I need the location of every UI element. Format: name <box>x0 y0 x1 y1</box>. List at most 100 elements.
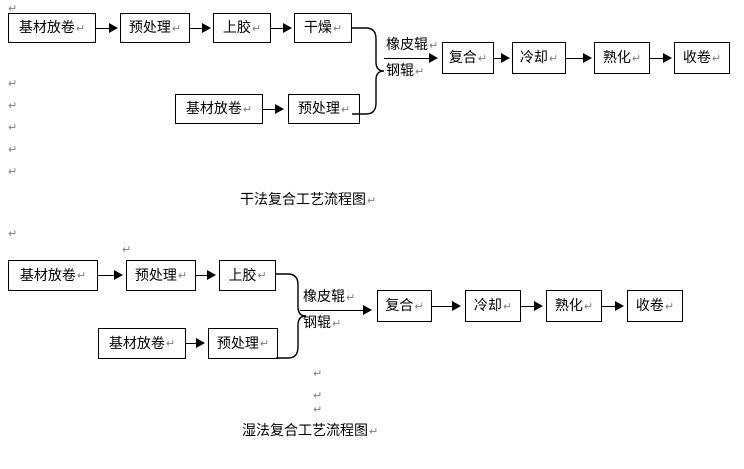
node-drying-1[interactable]: 干燥↵ <box>294 13 352 43</box>
paragraph-mark-icon: ↵ <box>242 102 253 116</box>
paragraph-mark-icon: ↵ <box>8 99 18 112</box>
paragraph-mark-icon: ↵ <box>8 77 18 90</box>
node-curing-1[interactable]: 熟化↵ <box>594 42 650 74</box>
arrow-head-icon <box>615 301 624 311</box>
node-label: 复合 <box>448 50 477 66</box>
node-pretreatment-3[interactable]: 预处理↵ <box>126 260 196 291</box>
connector-line <box>432 306 455 307</box>
node-substrate-unwind-1[interactable]: 基材放卷↵ <box>8 13 96 43</box>
node-substrate-unwind-2[interactable]: 基材放卷↵ <box>175 94 263 124</box>
arrow-head-icon <box>207 270 216 280</box>
paragraph-mark-icon: ↵ <box>429 39 439 52</box>
node-label: 基材放卷 <box>19 267 76 284</box>
arrow-head-icon <box>534 301 543 311</box>
arrow-head-icon <box>363 305 372 315</box>
node-label: 熟化 <box>602 50 631 66</box>
node-pretreatment-1[interactable]: 预处理↵ <box>120 13 190 43</box>
node-substrate-unwind-4[interactable]: 基材放卷↵ <box>98 328 186 359</box>
connector-line <box>271 28 285 29</box>
node-gluing-1[interactable]: 上胶↵ <box>213 13 271 43</box>
connector-line <box>521 306 537 307</box>
node-label: 上胶 <box>222 20 251 36</box>
paragraph-mark-icon: ↵ <box>251 21 262 35</box>
paragraph-mark-icon: ↵ <box>313 389 323 402</box>
node-label: 预处理 <box>216 335 259 352</box>
node-curing-2[interactable]: 熟化↵ <box>546 290 602 322</box>
caption-wet-lamination: 湿法复合工艺流程图↵ <box>242 424 378 438</box>
node-label: 冷却 <box>519 50 548 66</box>
arrow-head-icon <box>452 301 461 311</box>
paragraph-mark-icon: ↵ <box>414 299 424 313</box>
label-text: 橡皮辊 <box>303 289 345 305</box>
node-laminating-1[interactable]: 复合↵ <box>442 42 494 74</box>
steel-roller-label-dry: 钢辊↵ <box>386 64 424 78</box>
paragraph-mark-icon: ↵ <box>664 299 675 313</box>
paragraph-mark-icon: ↵ <box>332 21 343 35</box>
paragraph-mark-icon: ↵ <box>332 317 342 330</box>
node-label: 预处理 <box>128 20 171 36</box>
paragraph-mark-icon: ↵ <box>165 337 176 350</box>
node-gluing-2[interactable]: 上胶↵ <box>219 260 276 291</box>
node-label: 基材放卷 <box>18 20 75 36</box>
arrow-head-icon <box>196 338 205 348</box>
steel-roller-label-wet: 钢辊↵ <box>303 316 341 330</box>
connector-line <box>566 58 585 59</box>
connector-line <box>186 343 198 344</box>
paragraph-mark-icon: ↵ <box>346 291 356 304</box>
paragraph-mark-icon: ↵ <box>75 21 86 35</box>
node-label: 基材放卷 <box>185 101 242 117</box>
arrow-head-icon <box>501 53 510 63</box>
label-text: 钢辊 <box>303 315 331 331</box>
node-substrate-unwind-3[interactable]: 基材放卷↵ <box>8 260 98 291</box>
merge-brace-wet <box>276 272 308 360</box>
paragraph-mark-icon: ↵ <box>313 367 323 380</box>
arrow-head-icon <box>429 53 438 63</box>
arrow-head-icon <box>663 53 672 63</box>
paragraph-mark-icon: ↵ <box>367 194 377 207</box>
paragraph-mark-icon: ↵ <box>8 143 18 156</box>
node-label: 预处理 <box>297 101 340 117</box>
node-pretreatment-4[interactable]: 预处理↵ <box>208 328 278 359</box>
paragraph-mark-icon: ↵ <box>583 299 594 313</box>
arrow-head-icon <box>114 270 123 280</box>
arrow-head-icon <box>583 53 592 63</box>
node-cooling-2[interactable]: 冷却↵ <box>465 290 521 322</box>
connector-line <box>384 58 432 59</box>
node-rewinding-1[interactable]: 收卷↵ <box>674 42 730 74</box>
caption-dry-lamination: 干法复合工艺流程图↵ <box>240 193 376 207</box>
node-cooling-1[interactable]: 冷却↵ <box>512 42 566 74</box>
rubber-roller-label-dry: 橡皮辊↵ <box>386 38 438 52</box>
node-label: 预处理 <box>134 267 177 284</box>
connector-line <box>650 58 665 59</box>
connector-line <box>96 28 111 29</box>
paragraph-mark-icon: ↵ <box>502 299 513 313</box>
paragraph-mark-icon: ↵ <box>257 269 267 282</box>
paragraph-mark-icon: ↵ <box>313 403 323 416</box>
paragraph-mark-icon: ↵ <box>477 51 488 65</box>
paragraph-mark-icon: ↵ <box>76 269 87 282</box>
arrow-head-icon <box>202 23 211 33</box>
paragraph-mark-icon: ↵ <box>415 65 425 78</box>
paragraph-mark-icon: ↵ <box>177 269 188 282</box>
caption-text: 干法复合工艺流程图 <box>240 192 366 208</box>
rubber-roller-label-wet: 橡皮辊↵ <box>303 290 355 304</box>
node-label: 干燥 <box>303 20 332 36</box>
node-label: 上胶 <box>228 267 257 284</box>
paragraph-mark-icon: ↵ <box>171 21 182 35</box>
node-label: 收卷 <box>682 50 711 66</box>
paragraph-mark-icon: ↵ <box>369 425 379 438</box>
node-pretreatment-2[interactable]: 预处理↵ <box>288 94 360 124</box>
connector-line <box>602 306 618 307</box>
connector-line <box>263 109 277 110</box>
paragraph-mark-icon: ↵ <box>259 337 270 350</box>
connector-line <box>190 28 204 29</box>
paragraph-mark-icon: ↵ <box>340 102 351 116</box>
node-rewinding-2[interactable]: 收卷↵ <box>627 290 683 322</box>
node-laminating-2[interactable]: 复合↵ <box>377 290 432 322</box>
connector-line <box>196 275 209 276</box>
node-label: 收卷 <box>635 298 664 314</box>
merge-brace-dry <box>352 26 386 116</box>
paragraph-mark-icon: ↵ <box>711 51 722 65</box>
node-label: 冷却 <box>473 298 502 314</box>
